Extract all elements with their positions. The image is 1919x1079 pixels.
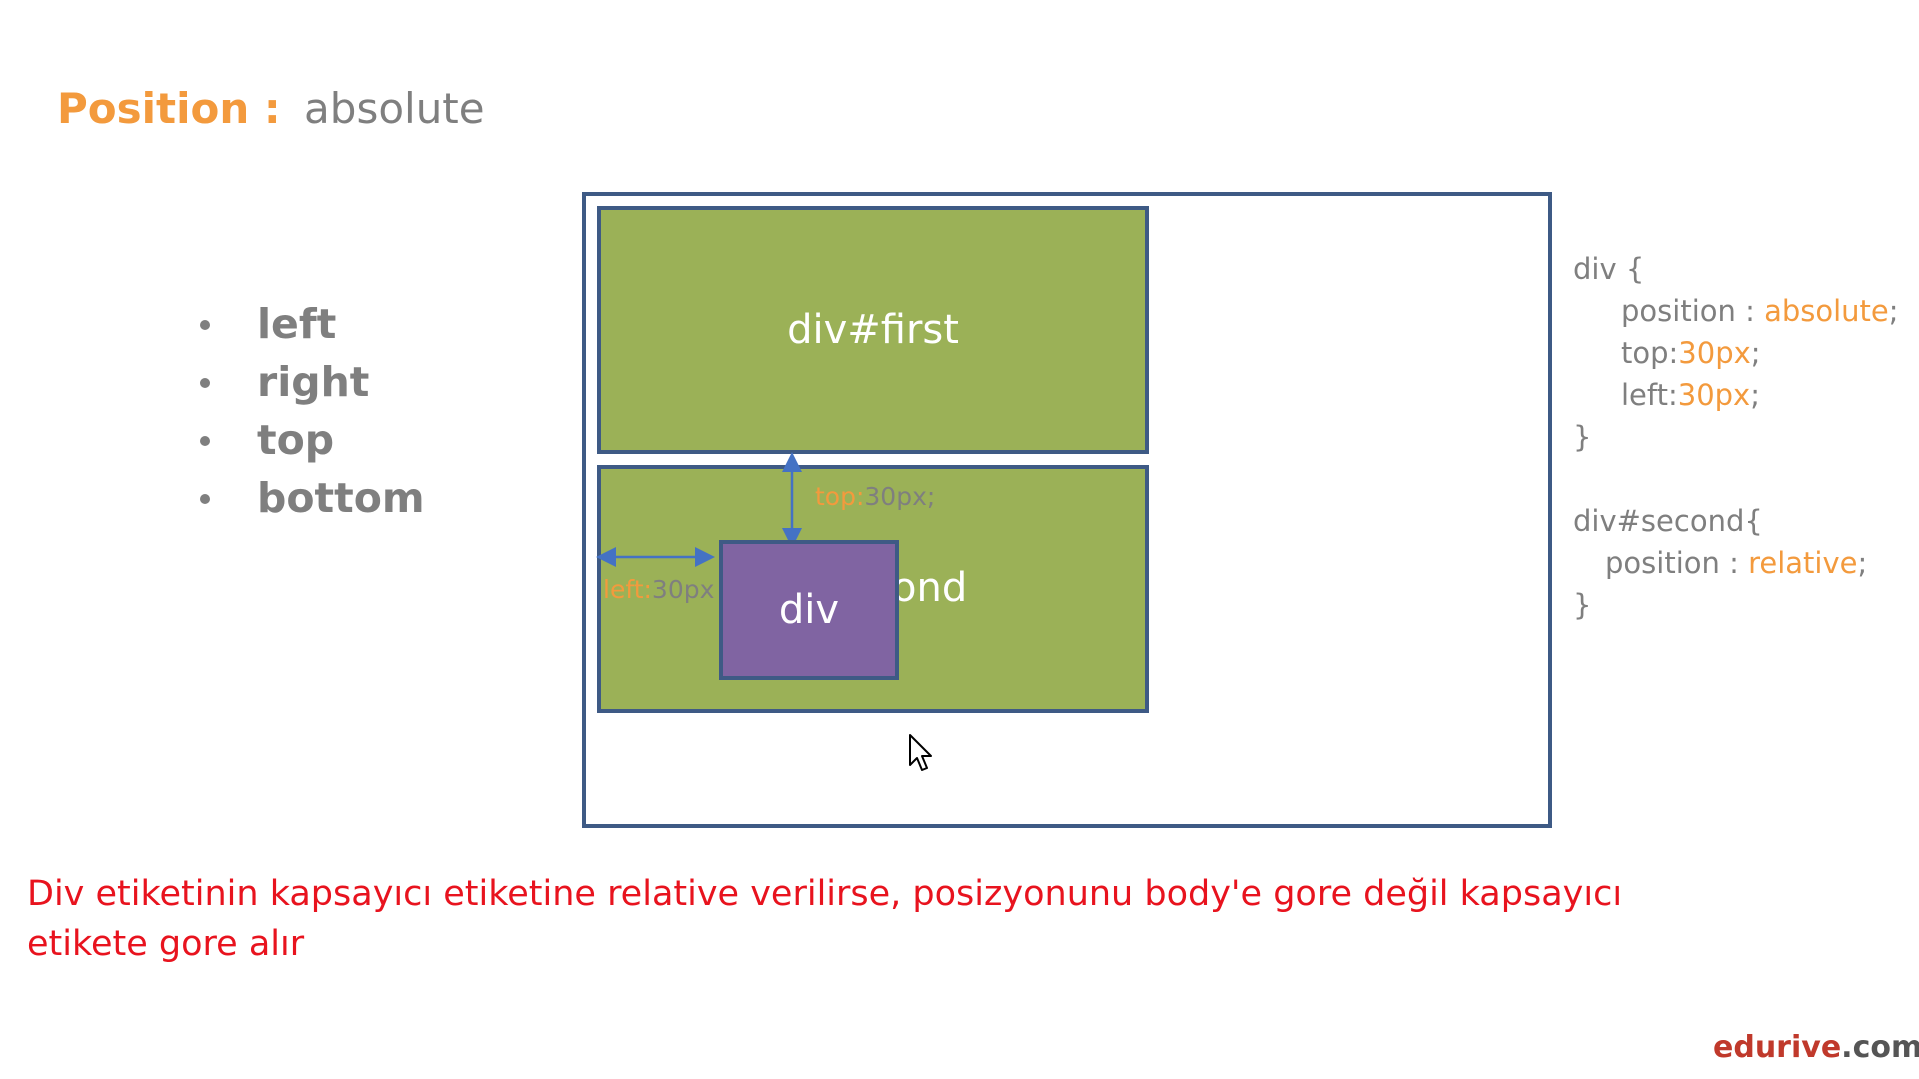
list-item: left xyxy=(195,295,425,353)
slide-title: Position : absolute xyxy=(57,84,485,133)
css-code-block: div { position : absolute; top:30px; lef… xyxy=(1573,252,1899,622)
absolute-div-box: div xyxy=(719,540,899,680)
top-offset-annotation: top:30px; xyxy=(815,482,936,511)
explanation-note: Div etiketinin kapsayıcı etiketine relat… xyxy=(27,874,1623,964)
div-first-label: div#first xyxy=(787,307,959,353)
mouse-cursor-icon xyxy=(909,734,932,771)
property-list: left right top bottom xyxy=(195,295,425,527)
body-container xyxy=(582,192,1552,828)
list-item: bottom xyxy=(195,469,425,527)
title-value: absolute xyxy=(304,84,485,133)
list-item: right xyxy=(195,353,425,411)
list-item: top xyxy=(195,411,425,469)
absolute-div-label: div xyxy=(778,587,840,633)
left-offset-annotation: left:30px xyxy=(603,575,715,604)
brand-logo: edurive.com xyxy=(1713,1030,1919,1065)
div-first-box: div#first xyxy=(597,206,1149,454)
title-key: Position : xyxy=(57,84,281,133)
